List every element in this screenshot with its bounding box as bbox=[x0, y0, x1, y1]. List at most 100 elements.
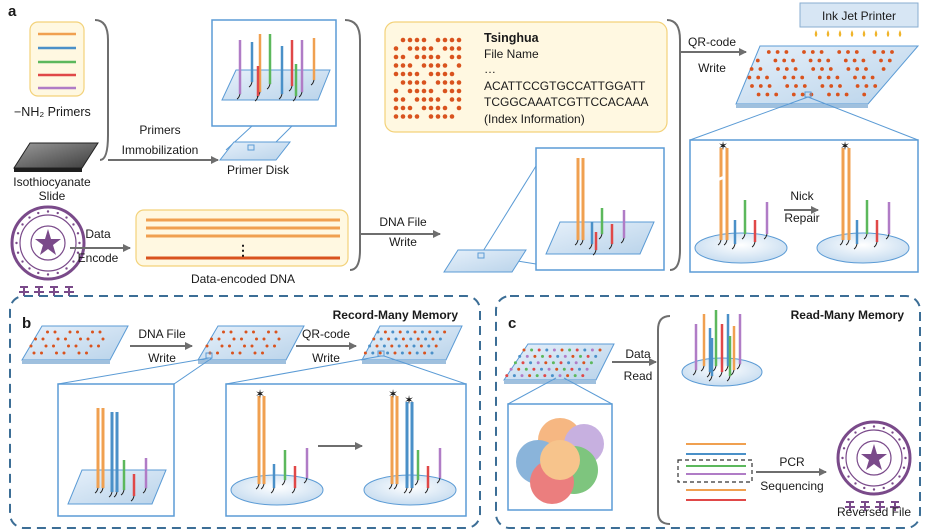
spot bbox=[800, 75, 805, 80]
spot bbox=[406, 330, 410, 334]
spot bbox=[414, 54, 420, 60]
strand-anchor bbox=[436, 477, 441, 484]
spot bbox=[244, 330, 248, 334]
spot bbox=[435, 105, 441, 111]
spot bbox=[545, 348, 549, 352]
c-split-bracket bbox=[657, 315, 671, 525]
spot bbox=[419, 344, 423, 348]
spot bbox=[442, 63, 448, 68]
nick-repair-label-1: Nick bbox=[790, 189, 814, 203]
ink-drop bbox=[814, 30, 818, 37]
spot bbox=[560, 348, 564, 352]
spot bbox=[414, 88, 420, 94]
spot bbox=[407, 63, 413, 68]
spot bbox=[794, 84, 798, 88]
big-bracket bbox=[344, 19, 361, 271]
spot bbox=[791, 75, 796, 80]
spot bbox=[378, 351, 382, 355]
info-file-name: File Name bbox=[484, 47, 539, 61]
spot bbox=[79, 337, 82, 341]
spot bbox=[407, 114, 413, 119]
strand-anchor bbox=[113, 491, 118, 498]
spot bbox=[791, 92, 796, 97]
spot bbox=[393, 88, 399, 94]
spot bbox=[750, 84, 754, 88]
tsinghua-logo-right bbox=[836, 420, 912, 511]
strand-anchor bbox=[108, 491, 113, 498]
seal-dot bbox=[28, 216, 31, 219]
spot bbox=[574, 361, 578, 365]
spot bbox=[544, 361, 548, 365]
immobilization-label-2: Immobilization bbox=[122, 143, 199, 157]
spot bbox=[881, 50, 886, 54]
strand-anchor bbox=[130, 495, 135, 502]
strand-anchor bbox=[853, 243, 858, 250]
seal-dot bbox=[872, 425, 876, 428]
spot bbox=[435, 37, 441, 43]
spot bbox=[442, 46, 448, 51]
spot bbox=[428, 330, 432, 334]
spot bbox=[791, 58, 795, 63]
printed-slide bbox=[689, 45, 920, 141]
spot bbox=[382, 344, 386, 348]
qr-write-label-2: Write bbox=[698, 61, 726, 75]
seal-dot bbox=[16, 232, 20, 235]
spot bbox=[547, 367, 551, 371]
spot bbox=[852, 58, 857, 63]
seal-dot bbox=[872, 488, 876, 491]
strand-anchor bbox=[281, 479, 286, 486]
seal-calligraphy bbox=[34, 286, 44, 296]
spot bbox=[386, 351, 390, 355]
spot bbox=[766, 50, 771, 54]
strand-anchor bbox=[291, 487, 296, 494]
spot bbox=[773, 58, 778, 63]
spot bbox=[586, 354, 590, 358]
spot bbox=[228, 344, 231, 348]
spot bbox=[505, 374, 509, 378]
seal-star bbox=[35, 229, 61, 255]
spot bbox=[435, 114, 441, 119]
panel-c-letter: c bbox=[508, 315, 516, 332]
spot bbox=[265, 344, 269, 348]
spot bbox=[91, 330, 94, 334]
strand-anchor bbox=[403, 487, 408, 494]
spot bbox=[421, 46, 427, 51]
spot bbox=[442, 114, 448, 119]
spot bbox=[535, 374, 539, 378]
spot bbox=[568, 348, 572, 352]
spot bbox=[826, 75, 831, 80]
spot bbox=[393, 54, 399, 60]
seal-star bbox=[861, 444, 887, 470]
spot bbox=[273, 344, 276, 348]
dna-file-write-label-1: DNA File bbox=[379, 215, 427, 229]
seal-core bbox=[856, 440, 892, 476]
spot bbox=[529, 361, 533, 365]
c-read-primers bbox=[681, 310, 763, 387]
strand-anchor bbox=[120, 489, 125, 496]
spot bbox=[68, 330, 72, 334]
seal-calligraphy bbox=[64, 286, 74, 296]
spot bbox=[782, 75, 787, 80]
spot bbox=[435, 330, 439, 334]
nick-repair-box: ✶✶ bbox=[689, 139, 919, 273]
seal-dot bbox=[904, 456, 907, 460]
spot bbox=[827, 92, 831, 97]
strand-anchor bbox=[592, 249, 597, 256]
spot bbox=[835, 75, 840, 80]
strand-anchor bbox=[393, 483, 398, 490]
spot bbox=[400, 97, 406, 102]
spot bbox=[758, 84, 763, 88]
primer-disk-label: Primer Disk bbox=[227, 163, 290, 177]
seal-dot bbox=[15, 241, 18, 245]
spot bbox=[449, 37, 455, 43]
spot bbox=[870, 75, 875, 80]
b-zoom-qr: ✶✶✶ bbox=[225, 355, 467, 517]
seal-dot bbox=[863, 486, 866, 490]
strand-anchor bbox=[717, 239, 722, 246]
strand-anchor bbox=[579, 239, 584, 246]
spot bbox=[390, 344, 394, 348]
data-encode-label-2: Encode bbox=[78, 251, 119, 265]
strand-anchor bbox=[712, 365, 717, 372]
spot bbox=[548, 354, 552, 358]
